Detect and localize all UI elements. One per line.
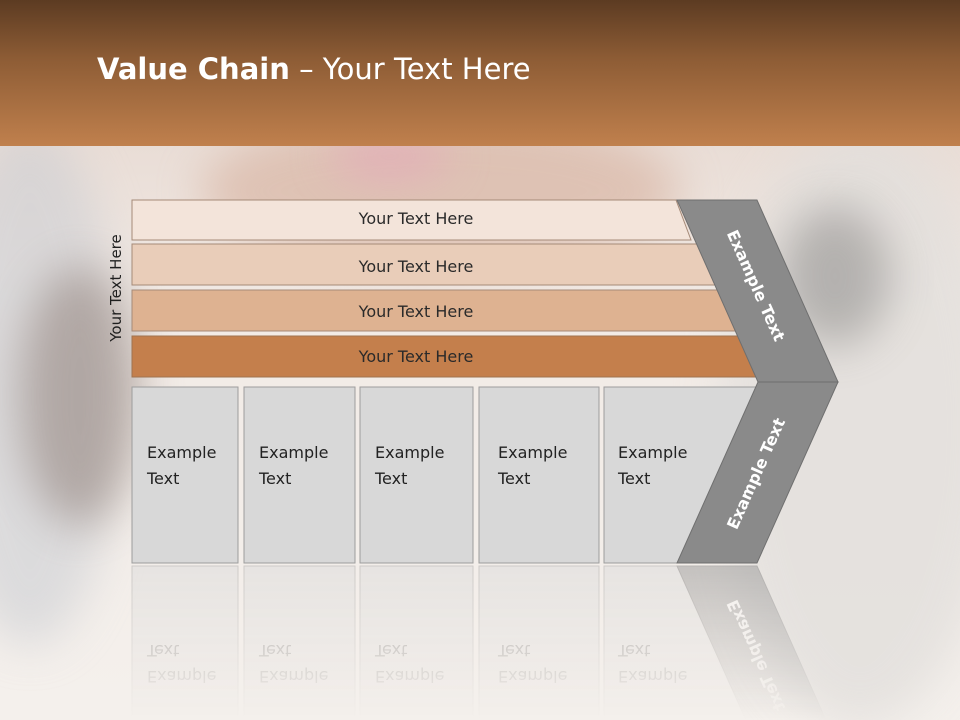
- band-1-label: Your Text Here: [358, 209, 474, 228]
- box-5-line1: Example: [618, 443, 687, 462]
- chevron-arrow: Example Text Example Text: [676, 199, 839, 564]
- box-4: [478, 386, 600, 564]
- title-bold: Value Chain: [97, 52, 290, 86]
- box-1-line2: Text: [146, 469, 179, 488]
- box-3-line2: Text: [374, 469, 407, 488]
- band-group: Your Text Here Your Text Here Your Text …: [131, 199, 765, 378]
- box-1-line1: Example: [147, 443, 216, 462]
- box-1: [131, 386, 239, 564]
- band-3-label: Your Text Here: [358, 302, 474, 321]
- box-group: Example Text Example Text Example Text E…: [131, 386, 759, 564]
- diagram-reflection: Example Text Example Text Example Text E…: [131, 565, 827, 720]
- reflection-box-5-line1: Example: [618, 667, 687, 686]
- box-2: [243, 386, 356, 564]
- band-2-label: Your Text Here: [358, 257, 474, 276]
- box-4-line1: Example: [498, 443, 567, 462]
- box-2-line1: Example: [259, 443, 328, 462]
- reflection-box-1-line1: Example: [147, 667, 216, 686]
- photo-shape-hand: [20, 266, 140, 526]
- band-1: [131, 199, 692, 241]
- box-3: [359, 386, 474, 564]
- box-4-line2: Text: [497, 469, 530, 488]
- reflection-box-2-line2: Text: [258, 641, 291, 660]
- title-rest: – Your Text Here: [289, 52, 531, 86]
- reflection-box-3-line1: Example: [375, 667, 444, 686]
- reflection-box-2-line1: Example: [259, 667, 328, 686]
- box-2-line2: Text: [258, 469, 291, 488]
- reflection-box-3-line2: Text: [374, 641, 407, 660]
- reflection-box-4-line2: Text: [497, 641, 530, 660]
- header-bar: Value Chain – Your Text Here: [0, 0, 960, 146]
- slide-title: Value Chain – Your Text Here: [97, 52, 531, 86]
- box-3-line1: Example: [375, 443, 444, 462]
- band-4-label: Your Text Here: [358, 347, 474, 366]
- reflection-box-5-line2: Text: [617, 641, 650, 660]
- reflection-box-4-line1: Example: [498, 667, 567, 686]
- box-5-line2: Text: [617, 469, 650, 488]
- reflection-box-1-line2: Text: [146, 641, 179, 660]
- chevron-lower: [676, 381, 839, 564]
